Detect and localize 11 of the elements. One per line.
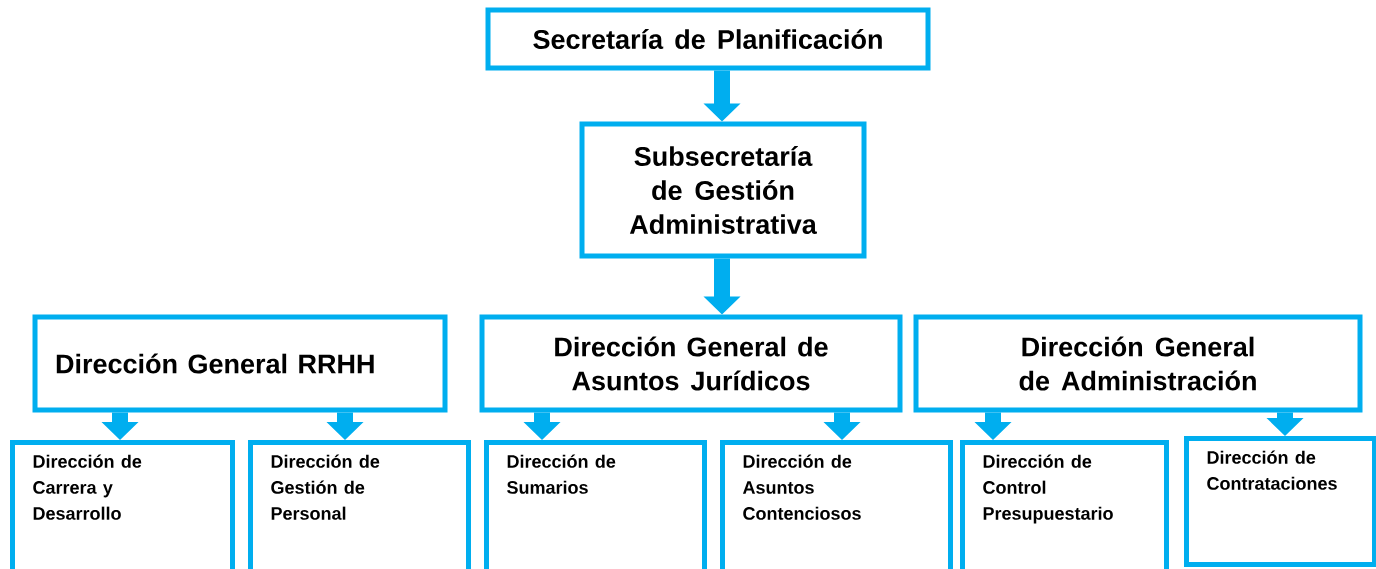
unit-box: Dirección General de Administración bbox=[913, 314, 1363, 413]
unit-box: Dirección General RRHH bbox=[32, 314, 448, 413]
unit-box: Dirección de Gestión de Personal bbox=[248, 440, 471, 569]
unit-box: Dirección de Contrataciones bbox=[1184, 436, 1376, 567]
unit-box: Dirección de Asuntos Contenciosos bbox=[720, 440, 953, 569]
unit-box: Dirección de Sumarios bbox=[484, 440, 707, 569]
unit-box: Dirección General de Asuntos Jurídicos bbox=[479, 314, 903, 413]
unit-box: Subsecretaría de Gestión Administrativa bbox=[579, 121, 867, 259]
unit-box: Dirección de Control Presupuestario bbox=[960, 440, 1169, 569]
unit-box: Dirección de Carrera y Desarrollo bbox=[10, 440, 235, 569]
unit-box: Secretaría de Planificación bbox=[485, 7, 931, 71]
